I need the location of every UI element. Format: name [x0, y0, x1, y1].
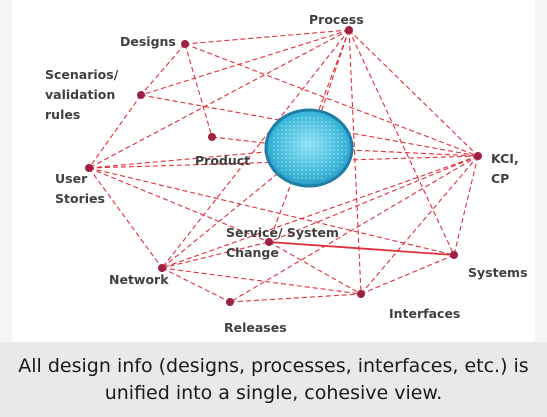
edge-user_stories-systems: [88, 167, 455, 256]
edge-kci_cp-systems: [453, 155, 479, 256]
edge-process-user_stories: [88, 29, 350, 169]
edge-user_stories-service_change: [88, 167, 270, 243]
edge-process-network: [161, 29, 350, 269]
edge-process-interfaces: [348, 29, 362, 295]
edge-service_change-interfaces: [268, 241, 362, 295]
edge-process-designs: [184, 29, 350, 45]
node-label-product: Product: [195, 153, 250, 168]
caption: All design info (designs, processes, int…: [0, 342, 547, 417]
edge-scenarios-user_stories: [88, 94, 142, 169]
node-label-releases: Releases: [224, 320, 287, 335]
edge-user_stories-network: [88, 167, 163, 269]
nodes-layer: [85, 26, 482, 306]
edge-service_change-systems: [268, 241, 455, 256]
edge-process-hub: [308, 29, 350, 149]
edge-network-service_change: [161, 241, 270, 269]
hub-texture: [271, 115, 347, 181]
node-designs-dot: [181, 40, 189, 48]
node-kci-cp-dot: [474, 152, 482, 160]
edge-process-kci_cp: [348, 29, 479, 157]
node-label-process: Process: [309, 12, 364, 27]
edge-systems-interfaces: [360, 254, 455, 295]
node-label-kci-cp: KCI,CP: [491, 151, 519, 186]
node-process-dot: [345, 26, 353, 34]
node-label-systems: Systems: [468, 265, 528, 280]
node-label-designs: Designs: [120, 34, 176, 49]
node-label-interfaces: Interfaces: [389, 306, 460, 321]
node-service-change-dot: [265, 238, 273, 246]
edge-kci_cp-interfaces: [360, 155, 479, 295]
edge-process-scenarios: [140, 29, 350, 96]
edge-network-interfaces: [161, 267, 362, 295]
node-label-network: Network: [109, 272, 169, 287]
edge-kci_cp-service_change: [268, 155, 479, 243]
node-interfaces-dot: [357, 290, 365, 298]
node-systems-dot: [450, 251, 458, 259]
edge-releases-interfaces: [229, 293, 362, 303]
node-user-stories-dot: [85, 164, 93, 172]
edge-designs-scenarios: [140, 43, 186, 96]
edge-designs-kci_cp: [184, 43, 479, 157]
node-scenarios-dot: [137, 91, 145, 99]
edge-designs-product: [184, 43, 213, 138]
edge-network-releases: [161, 267, 231, 303]
node-product-dot: [208, 133, 216, 141]
hub-layer: [264, 108, 354, 188]
node-releases-dot: [226, 298, 234, 306]
node-network-dot: [158, 264, 166, 272]
